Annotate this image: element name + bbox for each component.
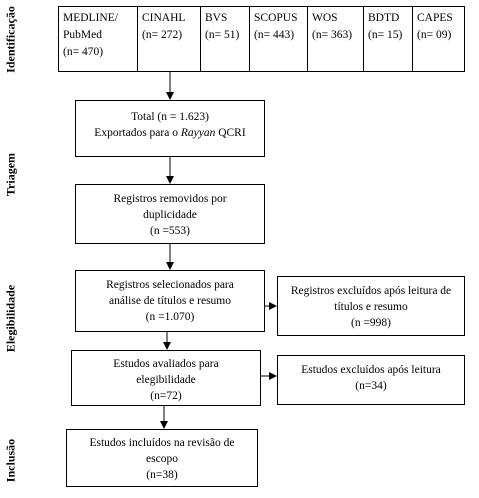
export-text: Exportados para o Rayyan QCRI bbox=[94, 127, 246, 139]
duplicates-removed-box: Registros removidos por duplicidade (n =… bbox=[75, 184, 265, 244]
screened-records-box: Registros selecionados para análise de t… bbox=[75, 270, 265, 332]
source-count: (n= 363) bbox=[312, 29, 353, 41]
box-count: (n=38) bbox=[146, 469, 178, 481]
assessed-eligibility-box: Estudos avaliados para elegibilidade (n=… bbox=[71, 350, 261, 406]
source-count: (n= 470) bbox=[63, 46, 104, 58]
box-line: títulos e resumo bbox=[334, 301, 408, 313]
excluded-titles-box: Registros excluídos após leitura de títu… bbox=[277, 276, 465, 336]
total-records-box: Total (n = 1.623) Exportados para o Rayy… bbox=[75, 100, 265, 157]
box-line: Estudos avaliados para bbox=[113, 358, 219, 370]
source-name: SCOPUS bbox=[254, 12, 298, 24]
source-box-capes: CAPES (n= 09) bbox=[412, 6, 465, 72]
source-box-medline: MEDLINE/ PubMed (n= 470) bbox=[58, 6, 138, 72]
box-line: duplicidade bbox=[143, 209, 197, 221]
box-line: escopo bbox=[146, 453, 178, 465]
source-box-scopus: SCOPUS (n= 443) bbox=[249, 6, 308, 72]
box-line: Registros selecionados para bbox=[106, 279, 234, 291]
box-line: elegibilidade bbox=[136, 374, 196, 386]
box-line: Estudos incluídos na revisão de bbox=[89, 437, 235, 449]
source-box-wos: WOS (n= 363) bbox=[307, 6, 364, 72]
source-name: BDTD bbox=[368, 12, 400, 24]
source-name: MEDLINE/ bbox=[63, 12, 118, 24]
source-count: (n= 51) bbox=[205, 29, 240, 41]
included-studies-box: Estudos incluídos na revisão de escopo (… bbox=[66, 429, 258, 487]
source-box-cinahl: CINAHL (n= 272) bbox=[137, 6, 201, 72]
box-line: Registros removidos por bbox=[113, 193, 227, 205]
box-count: (n =553) bbox=[149, 225, 191, 237]
box-count: (n=34) bbox=[355, 380, 387, 392]
source-name: WOS bbox=[312, 12, 338, 24]
box-line: Estudos excluídos após leitura bbox=[301, 364, 441, 376]
source-count: (n= 272) bbox=[142, 29, 183, 41]
box-line: Registros excluídos após leitura de bbox=[290, 285, 452, 297]
total-count-text: Total (n = 1.623) bbox=[131, 111, 209, 123]
source-count: (n= 15) bbox=[368, 29, 403, 41]
box-count: (n=72) bbox=[150, 390, 182, 402]
source-name: CINAHL bbox=[142, 12, 186, 24]
source-name: BVS bbox=[205, 12, 228, 24]
source-count: (n= 443) bbox=[254, 29, 295, 41]
source-box-bvs: BVS (n= 51) bbox=[200, 6, 250, 72]
source-name: CAPES bbox=[417, 12, 453, 24]
source-count: (n= 09) bbox=[417, 29, 452, 41]
box-count: (n =998) bbox=[350, 317, 392, 329]
box-line: análise de títulos e resumo bbox=[109, 295, 231, 307]
excluded-reading-box: Estudos excluídos após leitura (n=34) bbox=[277, 355, 465, 405]
source-name: PubMed bbox=[63, 29, 102, 41]
box-count: (n =1.070) bbox=[145, 311, 195, 323]
source-box-bdtd: BDTD (n= 15) bbox=[363, 6, 413, 72]
rayyan-text: Rayyan bbox=[180, 127, 216, 139]
